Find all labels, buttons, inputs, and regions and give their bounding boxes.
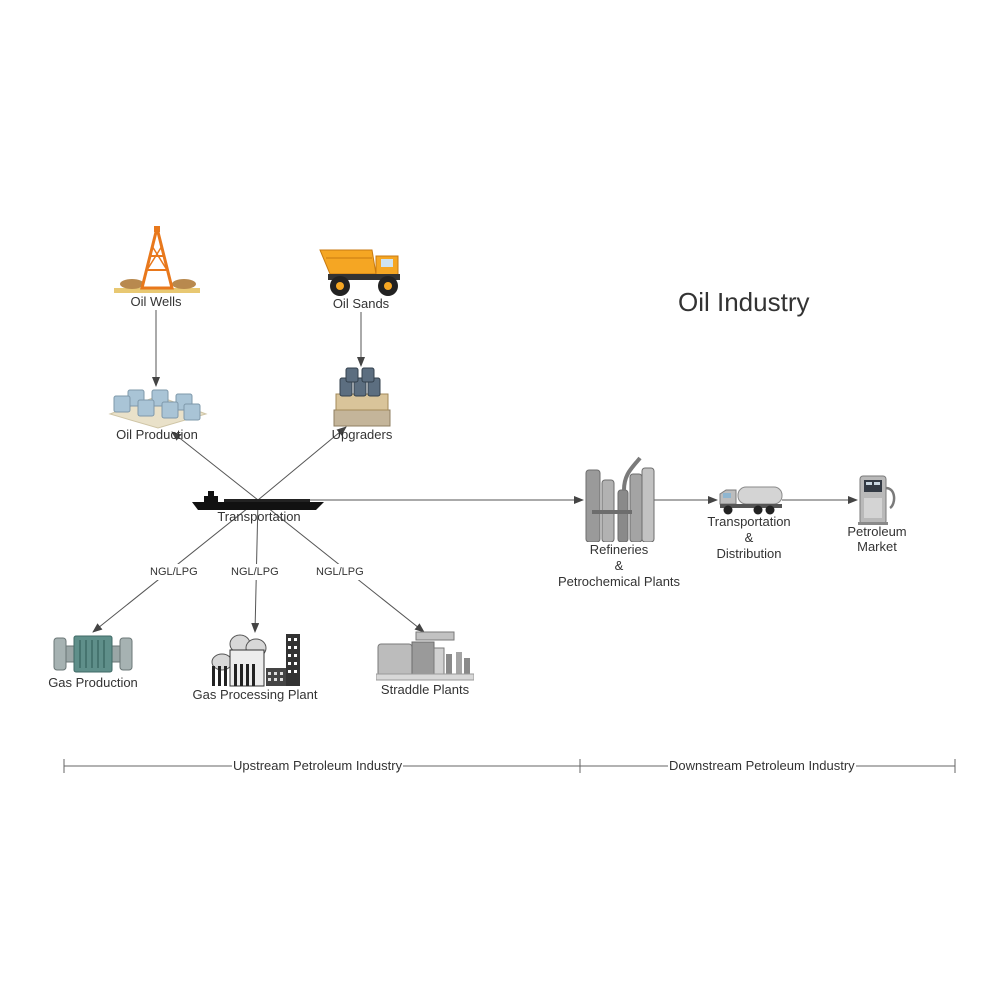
- fuel-pump-icon: [858, 475, 896, 525]
- petroleum-market-label: Petroleum Market: [827, 524, 927, 554]
- edge-transportation-to-oil-production: [171, 431, 259, 501]
- straddle-plant-icon: [376, 631, 474, 681]
- oil-sands-label: Oil Sands: [332, 296, 390, 311]
- transportation-label: Transportation: [217, 509, 301, 524]
- barrel-stack-icon: [333, 367, 391, 427]
- gas-compressor-icon: [53, 635, 133, 673]
- gas-processing-plant-label: Gas Processing Plant: [192, 687, 318, 702]
- edge-transportation-to-upgraders: [257, 426, 347, 501]
- distribution-label-line-3: Distribution: [716, 546, 782, 561]
- straddle-plants-label: Straddle Plants: [380, 682, 470, 697]
- edge-label-gas-production: NGL/LPG: [148, 564, 200, 580]
- storage-tanks-icon: [108, 389, 208, 429]
- edge-label-gas-processing: NGL/LPG: [229, 564, 281, 580]
- downstream-band-label: Downstream Petroleum Industry: [668, 758, 856, 774]
- petroleum-market-label-line-1: Petroleum: [847, 524, 907, 539]
- oil-wells-label: Oil Wells: [130, 294, 182, 309]
- upgraders-label: Upgraders: [331, 427, 393, 442]
- refinery-towers-icon: [585, 456, 655, 542]
- gas-production-label: Gas Production: [48, 675, 138, 690]
- dump-truck-icon: [319, 249, 400, 296]
- tanker-ship-icon: [192, 491, 324, 510]
- edge-label-straddle: NGL/LPG: [314, 564, 366, 580]
- refineries-label-line-3: Petrochemical Plants: [557, 574, 681, 589]
- upstream-band-label: Upstream Petroleum Industry: [232, 758, 404, 774]
- oil-derrick-icon: [114, 226, 200, 293]
- refineries-label-line-1: Refineries: [589, 542, 649, 557]
- distribution-label-line-2: &: [744, 530, 754, 545]
- refineries-label: Refineries & Petrochemical Plants: [539, 542, 699, 590]
- refineries-label-line-2: &: [614, 558, 624, 573]
- distribution-label: Transportation & Distribution: [689, 514, 809, 562]
- distribution-label-line-1: Transportation: [707, 514, 791, 529]
- processing-plant-icon: [211, 634, 300, 687]
- petroleum-market-label-line-2: Market: [857, 539, 897, 554]
- diagram-title: Oil Industry: [678, 287, 810, 317]
- tanker-truck-icon: [719, 486, 783, 515]
- oil-production-label: Oil Production: [116, 427, 198, 442]
